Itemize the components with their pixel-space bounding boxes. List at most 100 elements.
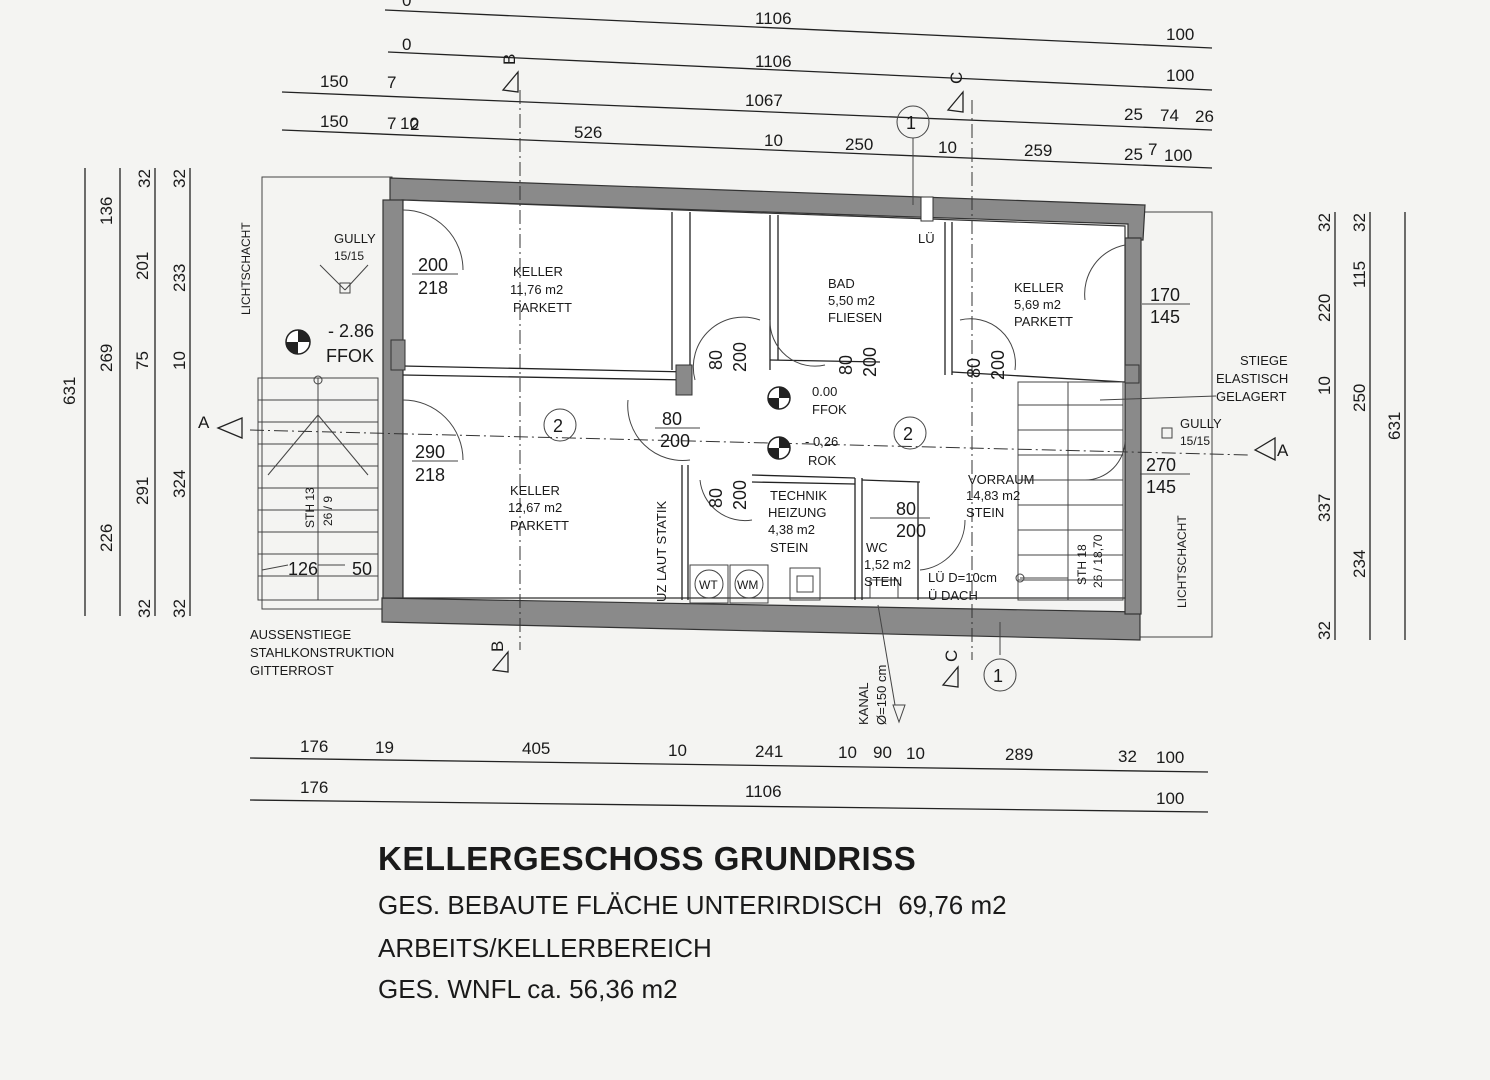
dim-top-r2-3: 25 xyxy=(1124,105,1143,124)
svg-text:11,76 m2: 11,76 m2 xyxy=(510,282,563,297)
dim-bot-r1-2: 405 xyxy=(522,739,550,758)
level0-label: FFOK xyxy=(812,402,847,417)
dim-left-32b: 32 xyxy=(135,599,154,618)
living-area: GES. WNFL ca. 56,36 m2 xyxy=(378,974,678,1004)
stair-50: 50 xyxy=(352,559,372,579)
dim-left-233: 233 xyxy=(170,264,189,292)
dim-top-r0-2: 100 xyxy=(1166,25,1194,44)
level1: - 0,26 xyxy=(805,434,838,449)
door-3-h: 145 xyxy=(1150,307,1180,327)
dim-bot-r1-5: 10 xyxy=(838,743,857,762)
svg-text:PARKETT: PARKETT xyxy=(510,518,569,533)
svg-text:BAD: BAD xyxy=(828,276,855,291)
misc-labels: GULLY 15/15 GULLY 15/15 LICHTSCHACHT LIC… xyxy=(239,222,1288,725)
room-bad: BAD 5,50 m2 FLIESEN xyxy=(828,276,882,325)
bottom-wall xyxy=(381,597,1141,641)
dim-left-324: 324 xyxy=(170,470,189,498)
dim-top-r2-4: 74 xyxy=(1160,106,1179,125)
door-9-w: 80 xyxy=(964,358,984,378)
dim-left-75: 75 xyxy=(133,351,152,370)
dim-right-234: 234 xyxy=(1350,550,1369,578)
door-3-w: 170 xyxy=(1150,285,1180,305)
dim-left-32d: 32 xyxy=(170,599,189,618)
door-10-w: 80 xyxy=(706,488,726,508)
door-4-w: 270 xyxy=(1146,455,1176,475)
lue-label: LÜ xyxy=(918,231,935,246)
title-block: KELLERGESCHOSS GRUNDRISS GES. BEBAUTE FL… xyxy=(378,840,1007,1005)
uz-label: UZ LAUT STATIK xyxy=(654,501,669,602)
level1-label: ROK xyxy=(808,453,837,468)
dim-right-631: 631 xyxy=(1385,412,1404,440)
dim-right-10: 10 xyxy=(1315,376,1334,395)
room-keller-3: KELLER 12,67 m2 PARKETT xyxy=(508,483,569,533)
dim-right-250: 250 xyxy=(1350,384,1369,412)
dim-top-r1-1: 1106 xyxy=(755,52,792,71)
door-2-h: 218 xyxy=(415,465,445,485)
room-vorraum: VORRAUM 14,83 m2 STEIN xyxy=(966,472,1034,520)
svg-text:KELLER: KELLER xyxy=(510,483,560,498)
door-6-h: 200 xyxy=(896,521,926,541)
door-10-h: 200 xyxy=(730,480,750,510)
dim-top-r1-0: 0 xyxy=(402,35,411,54)
dim-top-r3-2: 10 xyxy=(400,114,419,133)
building xyxy=(261,176,1213,641)
dim-bot-r2-0: 176 xyxy=(300,778,328,797)
svg-text:12,67 m2: 12,67 m2 xyxy=(508,500,562,515)
sth18: STH 18 xyxy=(1075,544,1089,585)
dim-bot-r1-0: 176 xyxy=(300,737,328,756)
dim-left-269: 269 xyxy=(97,344,116,372)
area-label: GES. BEBAUTE FLÄCHE UNTERIRDISCH xyxy=(378,890,883,920)
door-7-w: 80 xyxy=(706,350,726,370)
svg-text:14,83 m2: 14,83 m2 xyxy=(966,488,1020,503)
svg-text:PARKETT: PARKETT xyxy=(513,300,572,315)
level-marks: - 2.86 FFOK 0.00 FFOK - 0,26 ROK xyxy=(285,321,847,468)
dim-right-32a: 32 xyxy=(1315,213,1334,232)
top-dimension-lines: 0 1106 100 0 1106 100 150 7 1067 25 74 2… xyxy=(281,0,1214,169)
dim-right-32b: 32 xyxy=(1315,621,1334,640)
svg-text:VORRAUM: VORRAUM xyxy=(968,472,1034,487)
dim-top-r3-3: 2 xyxy=(410,115,419,134)
section-b-top: B xyxy=(500,54,519,65)
dim-top-r3-7: 10 xyxy=(938,138,957,157)
door-1-h: 218 xyxy=(418,278,448,298)
door-1-w: 200 xyxy=(418,255,448,275)
axis-1-bottom: 1 xyxy=(993,666,1003,686)
area-line: GES. BEBAUTE FLÄCHE UNTERIRDISCH 69,76 m2 xyxy=(378,890,1007,921)
dim-top-r3-4: 526 xyxy=(574,123,602,142)
svg-text:KELLER: KELLER xyxy=(1014,280,1064,295)
svg-text:PARKETT: PARKETT xyxy=(1014,314,1073,329)
svg-text:HEIZUNG: HEIZUNG xyxy=(768,505,827,520)
wt-label: WT xyxy=(699,578,718,592)
kanal-d: Ø=150 cm xyxy=(874,665,889,725)
right-wall xyxy=(1124,237,1142,615)
area-value: 69,76 m2 xyxy=(898,890,1007,920)
door-9-h: 200 xyxy=(988,350,1008,380)
room-keller-1: KELLER 11,76 m2 PARKETT xyxy=(510,264,572,315)
dim-left-10: 10 xyxy=(170,351,189,370)
dim-top-r2-2: 1067 xyxy=(745,91,783,110)
axis-2-right: 2 xyxy=(903,424,913,444)
stiege-3: GELAGERT xyxy=(1216,389,1287,404)
section-c-bottom: C xyxy=(942,650,961,662)
svg-text:STEIN: STEIN xyxy=(864,574,902,589)
dim-top-r3-1: 7 xyxy=(387,114,396,133)
dim-bot-r1-1: 19 xyxy=(375,738,394,757)
right-stair xyxy=(1015,381,1124,601)
vent-box xyxy=(920,196,934,222)
dim-bot-r1-10: 100 xyxy=(1156,748,1184,767)
dim-top-r3-5: 10 xyxy=(764,131,783,150)
left-dimension-lines: 631 269 226 136 201 75 291 32 32 233 10 … xyxy=(60,168,191,618)
dim-bot-r1-6: 90 xyxy=(873,743,892,762)
sth13: STH 13 xyxy=(303,487,317,528)
dim-top-r3-11: 100 xyxy=(1164,146,1192,165)
axis-2-left: 2 xyxy=(553,416,563,436)
dim-top-r0-0: 0 xyxy=(402,0,411,10)
dim-bot-r1-3: 10 xyxy=(668,741,687,760)
room-labels: KELLER 11,76 m2 PARKETT BAD 5,50 m2 FLIE… xyxy=(508,264,1073,589)
svg-text:FLIESEN: FLIESEN xyxy=(828,310,882,325)
dim-left-631: 631 xyxy=(60,377,79,405)
dim-top-r3-9: 25 xyxy=(1124,145,1143,164)
door-5-h: 200 xyxy=(660,431,690,451)
ffok-level: - 2.86 xyxy=(328,321,374,341)
